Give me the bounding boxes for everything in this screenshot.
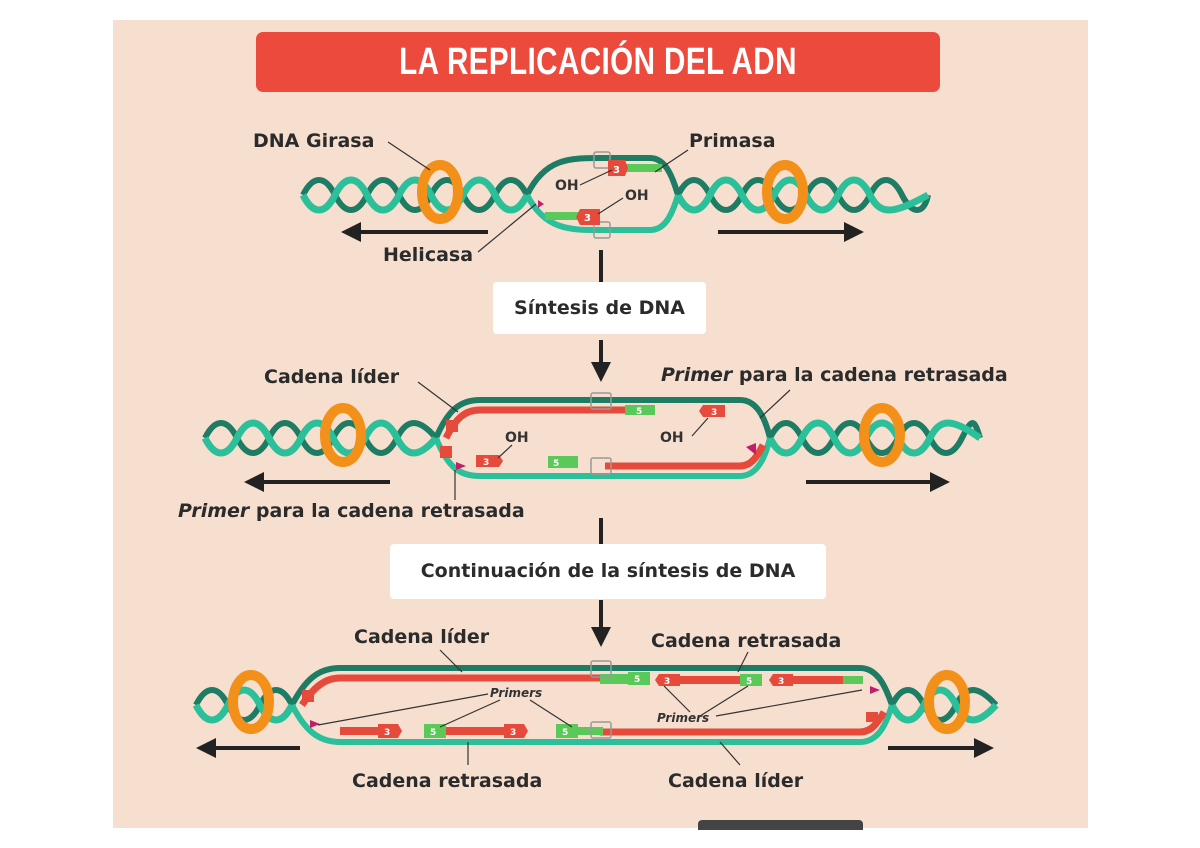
svg-text:3: 3: [584, 213, 591, 224]
primer-word-left: Primer: [178, 500, 250, 522]
primase-label: Primasa: [689, 130, 776, 152]
svg-text:5: 5: [553, 459, 559, 469]
leader-primer-right: [759, 389, 791, 419]
gyrase-stage2-right: [859, 403, 905, 467]
primer-word-right: Primer: [661, 364, 733, 386]
stage1-left-helix: [299, 176, 531, 214]
leading-strand-label-stage2: Cadena líder: [264, 366, 400, 388]
gyrase-stage2-left: [320, 403, 366, 467]
leading-strand-label-stage3-bottom: Cadena líder: [668, 770, 804, 792]
gyrase-left: [417, 160, 463, 224]
lagging-strand-label-stage3-top: Cadena retrasada: [651, 630, 842, 652]
svg-text:3: 3: [483, 458, 489, 468]
svg-text:3: 3: [778, 677, 784, 687]
svg-text:5: 5: [636, 407, 642, 417]
gyrase-right: [762, 160, 808, 224]
gyrase-stage3-left: [228, 670, 274, 734]
page-title: LA REPLICACIÓN DEL ADN: [399, 41, 797, 83]
title-banner: LA REPLICACIÓN DEL ADN: [256, 32, 940, 92]
svg-text:3: 3: [711, 408, 717, 418]
leader-oh-a: [579, 169, 613, 186]
svg-text:3: 3: [613, 165, 620, 176]
step1-text: Síntesis de DNA: [514, 297, 685, 319]
svg-text:3: 3: [664, 677, 670, 687]
leader-leading-stage2: [417, 381, 459, 413]
stage2-left-helix: [201, 419, 439, 457]
svg-text:3: 3: [384, 728, 390, 738]
leading-strand-label-stage3-top: Cadena líder: [354, 626, 490, 648]
dna-gyrase-label: DNA Girasa: [253, 130, 375, 152]
bottom-edge-tab: [698, 820, 863, 830]
primers-label-right: Primers: [657, 711, 709, 725]
primer-lagging-label-left: Primer para la cadena retrasada: [178, 500, 525, 522]
svg-text:5: 5: [634, 675, 640, 685]
stage2-replication-bubble: 5 5 3 3: [433, 392, 773, 479]
oh-label-b: OH: [625, 188, 649, 204]
stage3-left-helix: [192, 686, 296, 724]
oh-label-stage2-left: OH: [505, 430, 529, 446]
primers-leaders: [317, 649, 863, 766]
svg-text:5: 5: [562, 728, 568, 738]
svg-text:5: 5: [430, 728, 436, 738]
oh-label-stage2-right: OH: [660, 430, 684, 446]
leader-primase: [654, 149, 689, 173]
step1-box: Síntesis de DNA: [493, 282, 706, 334]
leader-oh-stage2-left: [497, 444, 513, 459]
stage1-replication-bubble: 3 3: [524, 151, 681, 239]
leader-oh-stage2-right: [691, 417, 709, 437]
leader-gyrase: [387, 141, 431, 171]
helicase-label: Helicasa: [383, 244, 474, 266]
primer-left-rest: para la cadena retrasada: [249, 500, 525, 522]
svg-text:5: 5: [746, 677, 752, 687]
leader-oh-b: [597, 197, 624, 215]
step2-box: Continuación de la síntesis de DNA: [390, 544, 826, 599]
step2-text: Continuación de la síntesis de DNA: [420, 560, 796, 582]
lagging-strand-label-stage3-bottom: Cadena retrasada: [352, 770, 543, 792]
stage2-right-helix: [766, 419, 983, 457]
stage3-right-helix: [888, 686, 999, 724]
svg-text:3: 3: [510, 728, 516, 738]
primers-label-left: Primers: [490, 686, 542, 700]
leader-helicase: [477, 203, 537, 253]
oh-label-a: OH: [555, 178, 579, 194]
primer-right-rest: para la cadena retrasada: [732, 364, 1008, 386]
primer-lagging-label-right: Primer para la cadena retrasada: [661, 364, 1008, 386]
stage3-replication-bubble: 5 3 5 3 3 5 3 5: [289, 660, 895, 745]
gyrase-stage3-right: [924, 670, 970, 734]
